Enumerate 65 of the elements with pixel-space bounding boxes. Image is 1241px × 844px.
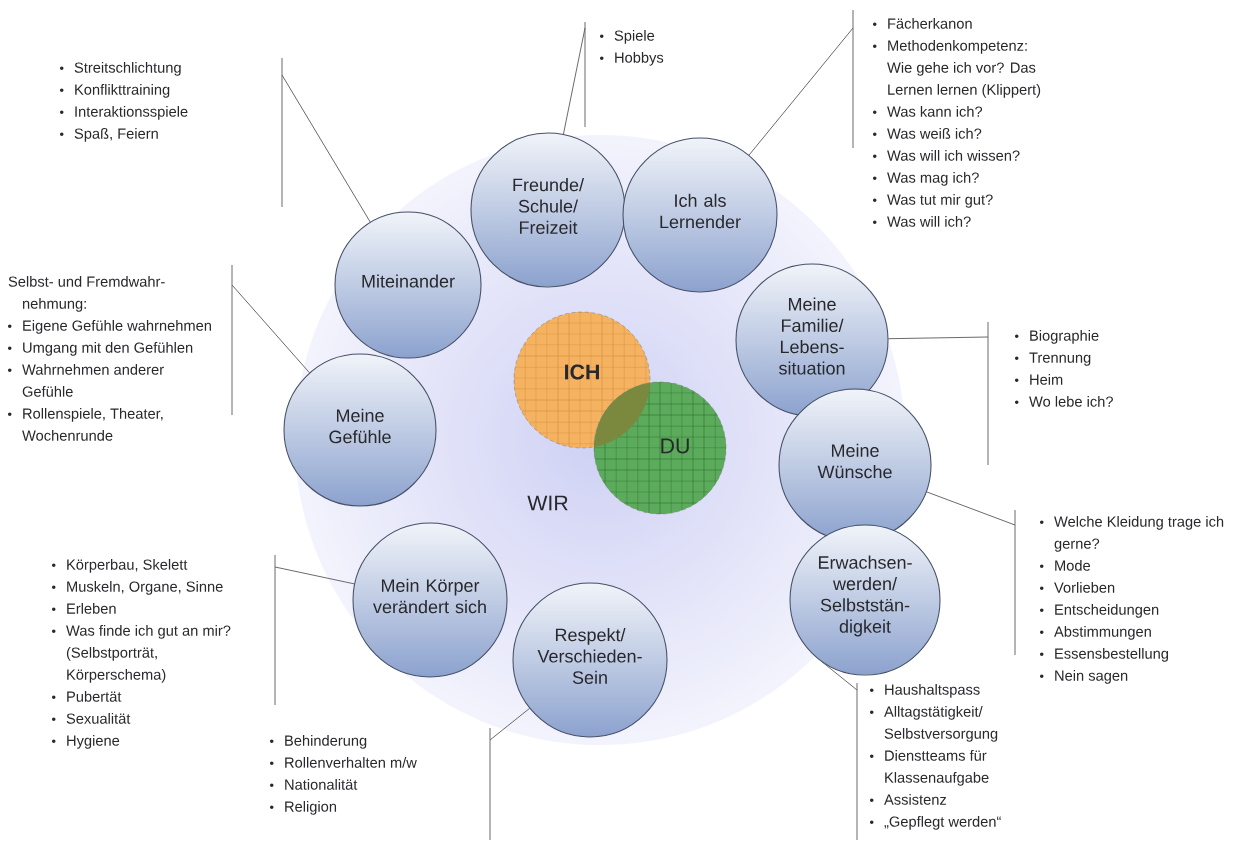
node-label: Was kann ich? (887, 106, 983, 117)
bullet-list: Behinderung Rollenverhalten m/w Nationalität Religion (270, 727, 491, 841)
bullet-list: Biographie Trennung Heim Wo lebe ich? (987, 321, 1113, 466)
bullet-list: Fächerkanon Methodenkompetenz: Wie gehe ich vor? Das Lernen lernen (Klippert) Was kann ich? Was weiß ich? Was will ich wissen? Was mag ich? Was tut mir gut? Was will ich? (852, 9, 1041, 227)
node-label: Was will ich? (887, 216, 971, 227)
node-label: Essensbestellung (1055, 648, 1169, 662)
node-label: Spiele (614, 30, 655, 44)
node-label: Spaß, Feiern (74, 128, 158, 142)
leader-line (748, 27, 854, 156)
bullet-list: Selbst- und Fremdwahr- nehmung: Eigene Gefühle wahrnehmen Umgang mit den Gefühlen Wahrnehmen anderer Gefühle Rollenspiele, Theater, Wochenrunde (8, 264, 233, 441)
node-label: Was tut mir gut? (887, 194, 993, 208)
node-label: Haushaltspass (885, 684, 980, 698)
node-label: Sexualität (66, 713, 131, 724)
node-label: Hobbys (615, 52, 664, 66)
node-label: Was will ich wissen? (887, 150, 1020, 161)
node-label: Vorlieben (1054, 582, 1115, 593)
node-label: Nationalität (285, 779, 358, 790)
node-label: Was finde ich gut an mir? (Selbstporträt, Körperschema) (66, 625, 231, 683)
node-label: Religion (285, 801, 337, 815)
node-label: Assistenz (884, 794, 947, 805)
leader-line (887, 336, 989, 340)
node-label: Streitschlichtung (74, 62, 181, 76)
node-label: Mode (1055, 560, 1091, 571)
node-label: Was mag ich? (887, 172, 979, 186)
leader-line (821, 661, 858, 691)
node-label: Entscheidungen (1055, 604, 1159, 618)
node-label: Rollenspiele, Theater, Wochenrunde (22, 408, 163, 441)
bullet-list: Welche Kleidung trage ich gerne? Mode Vorlieben Entscheidungen Abstimmungen Essensbestellung Nein sagen (1014, 509, 1224, 684)
bullet-list: Streitschlichtung Konflikttraining Interaktionsspiele Spaß, Feiern (60, 57, 283, 208)
node-label: Biographie (1030, 330, 1099, 344)
node-label: Umgang mit den Gefühlen (23, 342, 193, 356)
node-label: Was weiß ich? (887, 128, 982, 139)
node-label: „Gepflegt werden“ (884, 816, 1001, 830)
bullet-list: Haushaltspass Alltagstätigkeit/ Selbstversorgung Dienstteams für Klassenaufgabe Assistenz „Gepflegt werden“ (856, 682, 1001, 841)
node-label: Nein sagen (1055, 670, 1128, 684)
node-label: Pubertät (67, 691, 122, 702)
leader-line (231, 284, 310, 374)
node-label: Rollenverhalten m/w (285, 757, 417, 768)
node-label: Wahrnehmen anderer Gefühle (22, 364, 164, 397)
node-label: Welche Kleidung trage ich gerne? (1054, 516, 1224, 552)
node-label: Hygiene (67, 735, 120, 749)
node-label: Heim (1030, 374, 1063, 385)
node-label: Konflikttraining (75, 84, 170, 98)
node-label: Körperbau, Skelett (67, 559, 188, 573)
leader-line (281, 74, 371, 223)
node-label: Trennung (1029, 352, 1091, 366)
node-label: Interaktionsspiele (75, 106, 188, 120)
node-label: Alltagstätigkeit/ Selbstversorgung (884, 706, 998, 742)
leader-line (925, 491, 1016, 526)
node-label: Abstimmungen (1054, 626, 1151, 640)
leader-line (562, 27, 586, 135)
leader-line (489, 707, 531, 741)
bullet-list: Spiele Hobbys (584, 21, 664, 128)
node-label: Eigene Gefühle wahrnehmen (23, 320, 211, 334)
node-label: Muskeln, Organe, Sinne (67, 581, 223, 595)
leader-line (274, 566, 355, 585)
node-label: Methodenkompetenz: Wie gehe ich vor? Das Lernen lernen (Klippert) (887, 40, 1041, 98)
node-label: Erleben (67, 603, 116, 614)
circle-background: WIR (527, 495, 568, 511)
node-label: Behinderung (285, 735, 367, 749)
node-label: Wo lebe ich? (1029, 396, 1113, 407)
node-label: Selbst- und Fremdwahr- nehmung: (8, 276, 165, 312)
node-label: Dienstteams für Klassenaufgabe (885, 750, 989, 786)
topic-ball: Erwachsen- werden/ Selbststän- digkeit (789, 524, 941, 676)
node-label: Fächerkanon (888, 18, 972, 29)
